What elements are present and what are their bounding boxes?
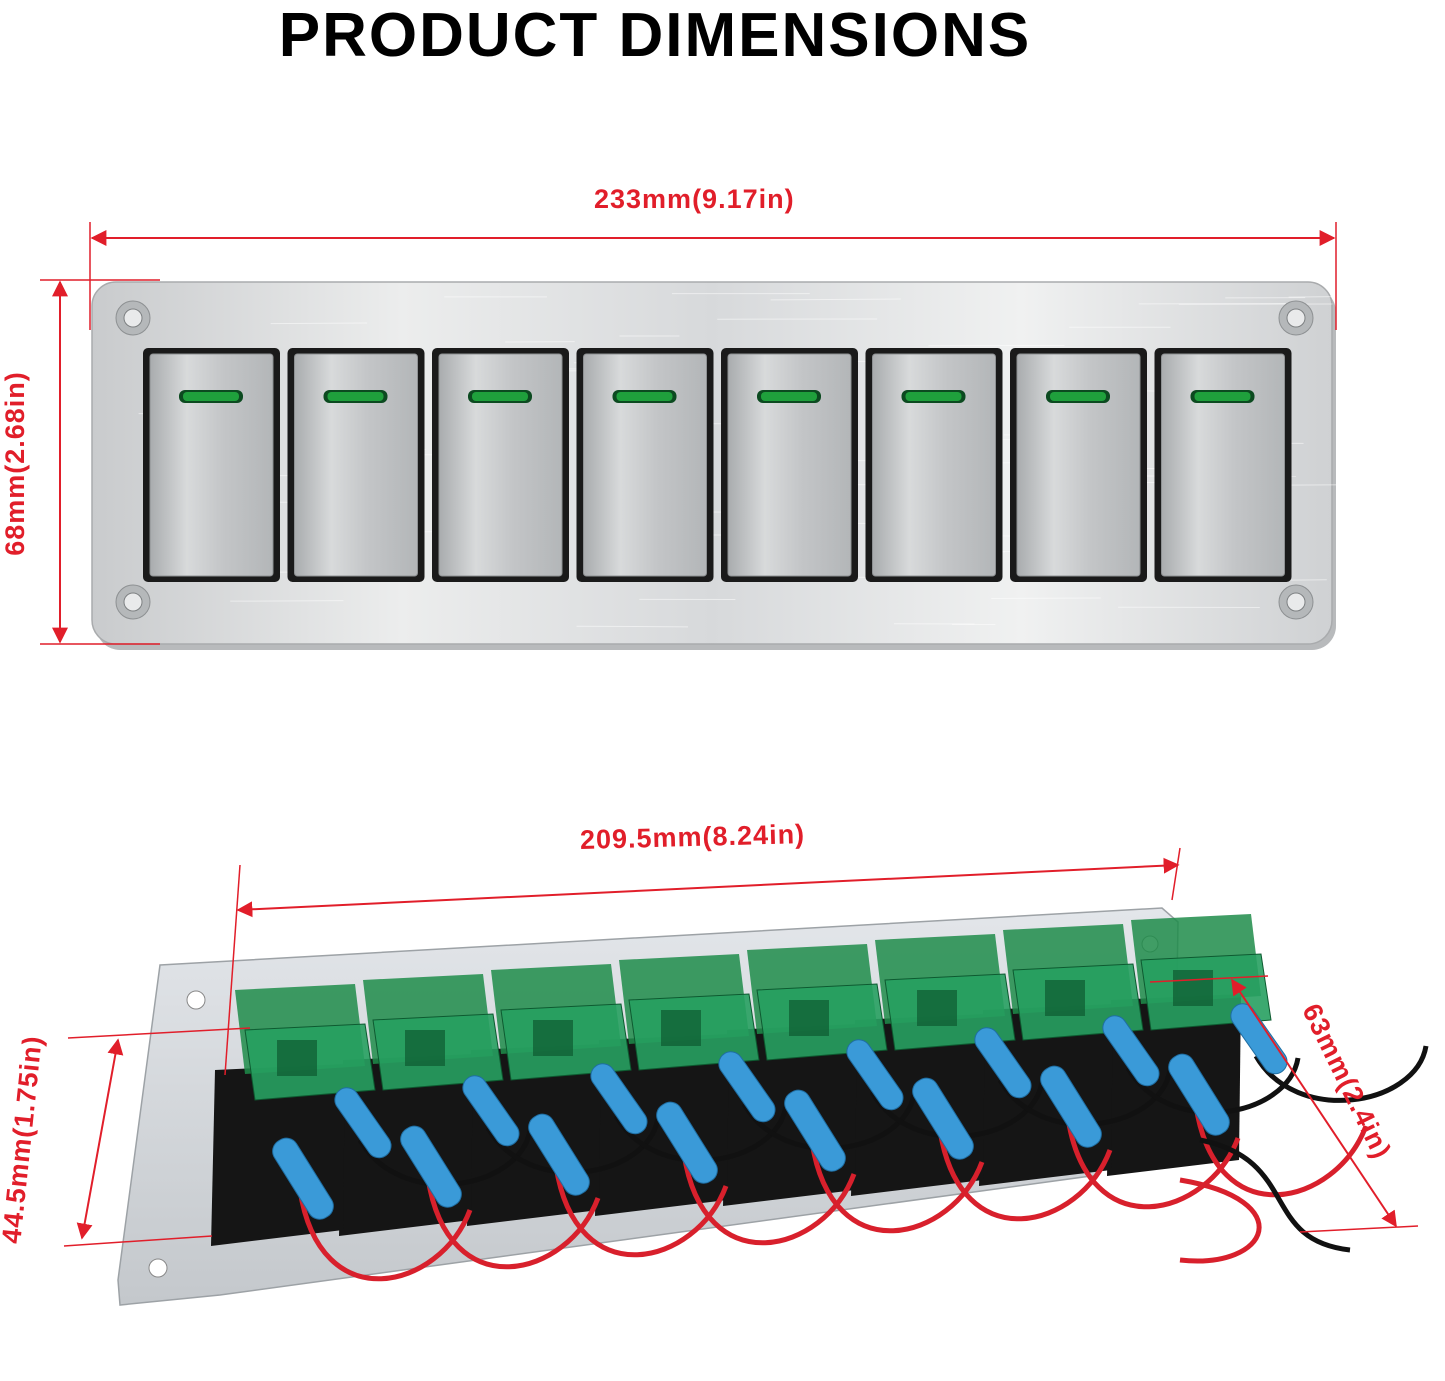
rocker-switch	[866, 348, 1003, 582]
brush-stroke	[230, 601, 343, 602]
back-height-dimension-line	[82, 1040, 118, 1238]
rocker-switch	[721, 348, 858, 582]
led-indicator-icon	[1195, 392, 1251, 401]
back-width-extension-right	[1172, 848, 1180, 900]
fuse-window	[917, 990, 957, 1026]
mounting-hole-top-right	[1279, 301, 1313, 335]
fuse-window	[789, 1000, 829, 1036]
fuse-window	[1045, 980, 1085, 1016]
back-view	[64, 848, 1426, 1305]
back-width-label: 209.5mm(8.24in)	[580, 819, 806, 856]
led-indicator-icon	[328, 392, 384, 401]
rocker-switch	[577, 348, 714, 582]
led-indicator-icon	[1050, 392, 1106, 401]
front-view	[40, 222, 1364, 650]
rocker-switch	[1155, 348, 1292, 582]
back-mounting-hole	[187, 991, 205, 1009]
fuse-window	[1173, 970, 1213, 1006]
back-width-dimension-line	[238, 865, 1178, 910]
rocker-switch-face	[295, 354, 418, 576]
led-indicator-icon	[617, 392, 673, 401]
mounting-hole-top-left	[116, 301, 150, 335]
led-indicator-icon	[761, 392, 817, 401]
rocker-switch-face	[1162, 354, 1285, 576]
fuse-window	[661, 1010, 701, 1046]
rocker-switch-face	[873, 354, 996, 576]
rocker-switch	[143, 348, 280, 582]
rocker-switch-face	[728, 354, 851, 576]
back-mounting-hole	[149, 1259, 167, 1277]
brush-stroke	[271, 323, 367, 324]
rocker-switch	[432, 348, 569, 582]
led-indicator-icon	[183, 392, 239, 401]
mounting-hole-bottom-right	[1279, 585, 1313, 619]
front-width-label: 233mm(9.17in)	[594, 184, 795, 215]
mounting-hole-bottom-left	[116, 585, 150, 619]
led-indicator-icon	[906, 392, 962, 401]
brush-stroke	[577, 626, 688, 627]
rocker-switch-face	[439, 354, 562, 576]
fuse-window	[277, 1040, 317, 1076]
rocker-switch	[1010, 348, 1147, 582]
front-height-label: 68mm(2.68in)	[0, 371, 31, 556]
back-depth-extension-bottom	[1300, 1226, 1418, 1232]
rocker-switch-face	[584, 354, 707, 576]
fuse-window	[533, 1020, 573, 1056]
rocker-switch-face	[150, 354, 273, 576]
fuse-window	[405, 1030, 445, 1066]
rocker-switch	[288, 348, 425, 582]
rocker-switch-face	[1017, 354, 1140, 576]
led-indicator-icon	[472, 392, 528, 401]
